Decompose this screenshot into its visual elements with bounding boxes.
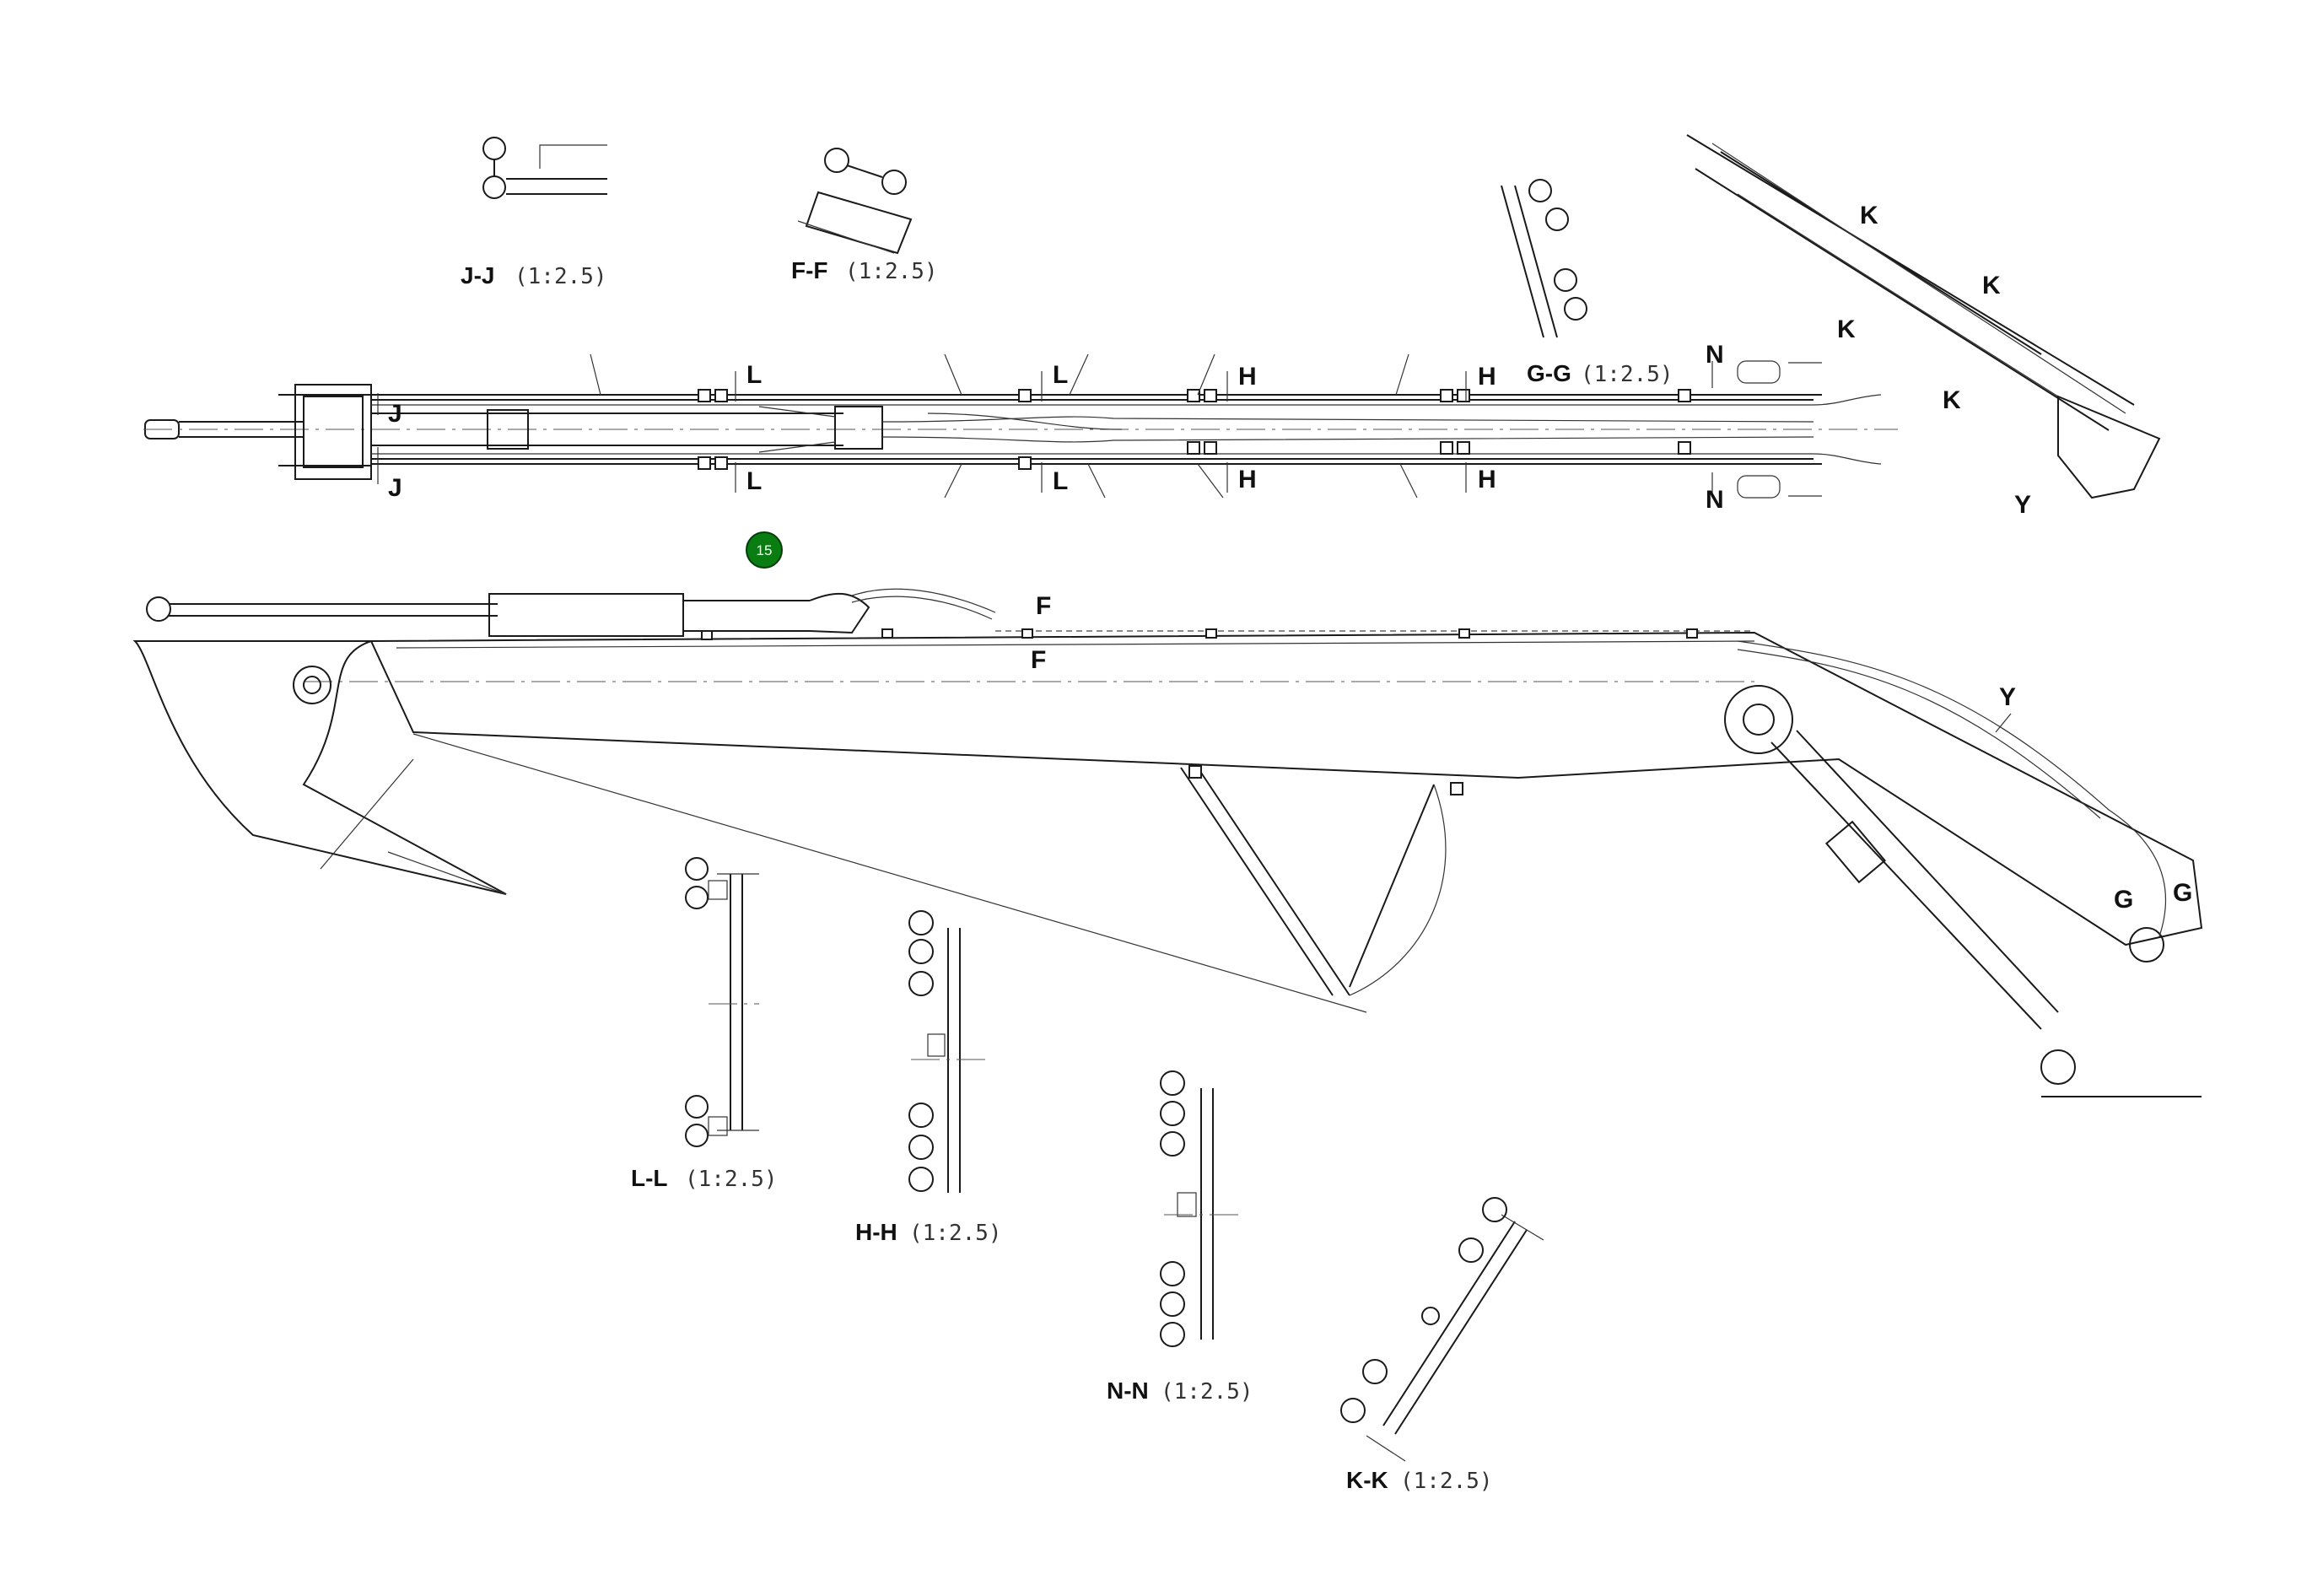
section-scale-gg: (1:2.5): [1581, 362, 1673, 387]
section-label-jj: J-J: [461, 262, 494, 288]
section-scale-jj: (1:2.5): [515, 264, 607, 289]
callout-balloon-15[interactable]: 15: [746, 531, 783, 569]
section-label-nn: N-N: [1107, 1378, 1149, 1404]
side-clamp-marks: [701, 628, 1698, 795]
detail-mark-y: Y: [2014, 491, 2031, 519]
boom-body: [369, 631, 2203, 946]
section-mark-l2-lower: L: [1053, 467, 1068, 495]
side-elevation: [132, 588, 2203, 1097]
callout-number: 15: [757, 542, 773, 558]
section-scale-ff: (1:2.5): [845, 259, 938, 284]
section-scale-ll: (1:2.5): [685, 1167, 778, 1192]
section-mark-n-upper: N: [1706, 341, 1724, 369]
boom-nose-pin: [1724, 685, 1793, 754]
section-mark-j-lower: J: [388, 474, 402, 502]
section-mark-k-2: K: [1982, 272, 2001, 299]
swivel-block: [834, 406, 883, 450]
section-mark-n-lower: N: [1706, 486, 1724, 514]
section-mark-k-3: K: [1837, 315, 1856, 343]
cylinder-head: [487, 409, 529, 450]
section-label-ll: L-L: [631, 1165, 668, 1191]
section-view-nn: N-N (1:2.5): [1107, 1070, 1253, 1405]
side-section-marks: F F G G Y: [1031, 592, 2192, 914]
section-mark-f-lower: F: [1031, 646, 1046, 674]
section-mark-f-upper: F: [1036, 592, 1051, 620]
section-mark-h-lower: H: [1238, 466, 1257, 493]
section-mark-h2-lower: H: [1478, 466, 1496, 493]
section-label-ff: F-F: [791, 257, 828, 283]
section-mark-h2-upper: H: [1478, 363, 1496, 391]
section-scale-hh: (1:2.5): [909, 1221, 1002, 1246]
section-label-kk: K-K: [1346, 1467, 1388, 1493]
boom-cylinder-barrel: [488, 593, 684, 637]
section-view-gg: G-G (1:2.5): [1501, 179, 1673, 387]
section-mark-l2-upper: L: [1053, 361, 1068, 389]
section-mark-h-upper: H: [1238, 363, 1257, 391]
plan-clamp-marks: [698, 389, 1691, 470]
detail-mark-y-side: Y: [1999, 683, 2016, 711]
section-mark-j-upper: J: [388, 400, 402, 428]
detail-y: K K K K Y: [1686, 134, 2161, 519]
section-scale-kk: (1:2.5): [1400, 1469, 1493, 1494]
section-view-ll: L-L (1:2.5): [631, 857, 778, 1192]
section-mark-k-4: K: [1943, 386, 1961, 414]
section-label-hh: H-H: [855, 1219, 897, 1245]
section-label-gg: G-G: [1527, 360, 1571, 386]
plan-section-marks: J J L L L L H H H H N N: [377, 341, 1724, 514]
section-mark-g-right: G: [2173, 879, 2192, 907]
section-mark-k-1: K: [1860, 202, 1878, 229]
boom-foot: [132, 640, 507, 895]
section-view-hh: H-H (1:2.5): [855, 910, 1002, 1246]
boom-foot-bracket: [294, 384, 372, 480]
section-view-jj: J-J (1:2.5): [461, 137, 607, 289]
plan-view: [143, 353, 1898, 499]
section-view-kk: K-K (1:2.5): [1340, 1197, 1544, 1494]
section-view-ff: F-F (1:2.5): [791, 148, 938, 284]
section-scale-nn: (1:2.5): [1161, 1379, 1253, 1405]
section-mark-l-lower: L: [746, 467, 762, 495]
section-mark-l-upper: L: [746, 361, 762, 389]
section-mark-g-left: G: [2114, 886, 2133, 914]
cylinder-rod-eye: [146, 596, 171, 622]
